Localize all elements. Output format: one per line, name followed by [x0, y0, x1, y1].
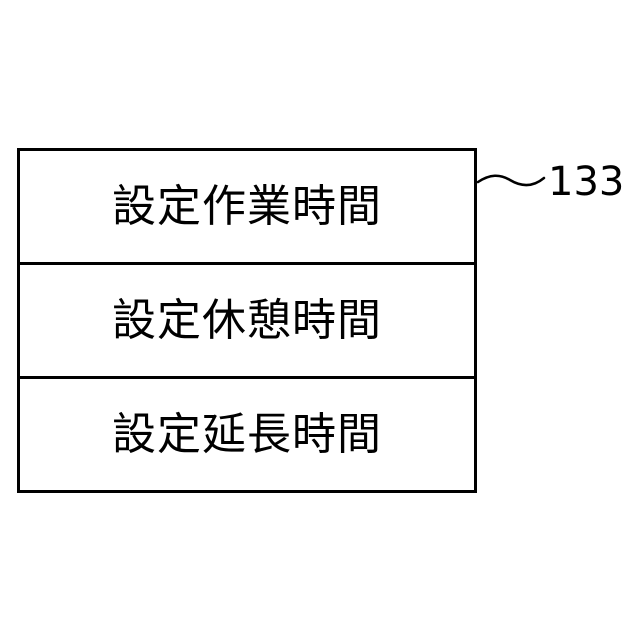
row-label-extension-time: 設定延長時間: [112, 413, 382, 457]
row-break-time: 設定休憩時間: [20, 262, 474, 376]
row-work-time: 設定作業時間: [20, 151, 474, 262]
reference-leader-line: [476, 168, 546, 192]
reference-number: 133: [548, 162, 624, 202]
row-extension-time: 設定延長時間: [20, 376, 474, 490]
row-label-break-time: 設定休憩時間: [112, 299, 382, 343]
row-label-work-time: 設定作業時間: [112, 185, 382, 229]
settings-table: 設定作業時間 設定休憩時間 設定延長時間: [17, 148, 477, 493]
